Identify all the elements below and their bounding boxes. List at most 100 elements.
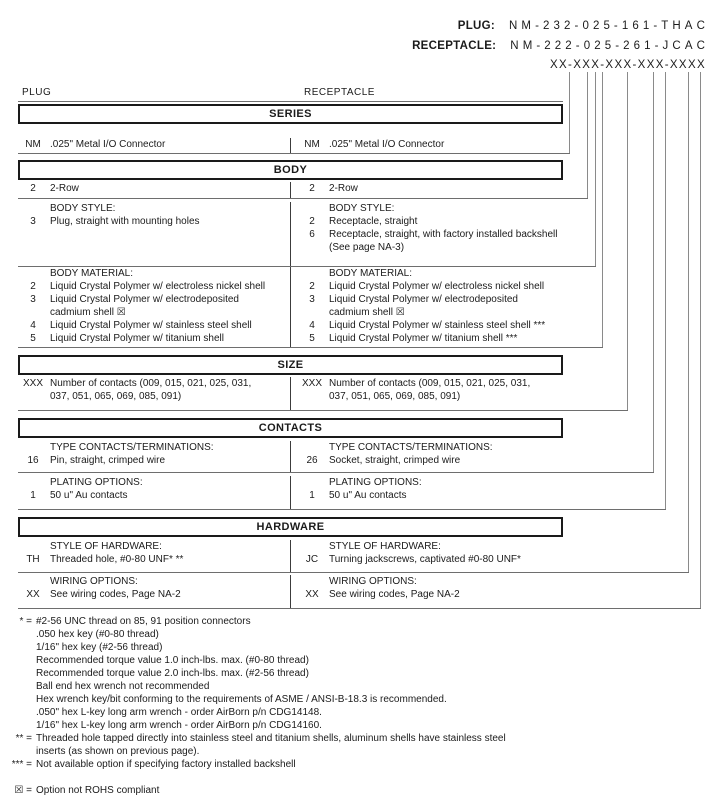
divider-rows [18,198,588,199]
footnote-line: ☒ =Option not ROHS compliant [5,784,707,797]
divider-size [18,410,628,411]
option-line: NM .025" Metal I/O Connector [18,138,290,151]
connector-wiring [700,72,701,608]
option-code: XXX [22,378,43,389]
row-label: WIRING OPTIONS: [329,576,417,587]
option-text: cadmium shell ☒ [329,307,405,318]
connector-contact-type [653,72,654,472]
plug-part-number: NM-232-025-161-THAC [509,20,709,32]
connector-rows [587,72,588,198]
footnote-marker: * = [19,616,32,627]
footnote-text: Hex wrench key/bit conforming to the req… [36,694,447,705]
option-line: 037, 051, 065, 069, 085, 091) [291,390,563,403]
option-code: 5 [30,333,36,344]
row-label: BODY STYLE: [50,203,116,214]
option-text: Receptacle, straight [329,216,418,227]
option-text: .025" Metal I/O Connector [50,139,166,150]
option-text: Liquid Crystal Polymer w/ electrodeposit… [329,294,518,305]
option-code: 4 [30,320,36,331]
footnote-text: Recommended torque value 1.0 inch-lbs. m… [36,655,309,666]
footnote-marker: ** = [15,733,32,744]
row-label: BODY MATERIAL: [50,268,133,279]
option-code: JC [305,554,319,565]
receptacle-cell: WIRING OPTIONS: XX See wiring codes, Page … [290,575,563,608]
option-code: 2 [30,183,36,194]
row-label: STYLE OF HARDWARE: [329,541,441,552]
footnote-line: .050" hex L-key long arm wrench - order … [5,706,707,719]
option-code: XX [305,589,319,600]
footnote-line: * = #2-56 UNC thread on 85, 91 position c… [5,615,707,628]
divider-plating [18,509,666,510]
row-label: BODY STYLE: [329,203,395,214]
option-text: Liquid Crystal Polymer w/ stainless stee… [50,320,252,331]
option-text: Liquid Crystal Polymer w/ electroless ni… [50,281,266,292]
receptacle-label: RECEPTACLE: [412,40,497,52]
option-code: NM [304,139,320,150]
column-label-receptacle: RECEPTACLE [304,87,375,98]
option-line: 5 Liquid Crystal Polymer w/ titanium shel… [18,332,290,345]
option-code: 2 [309,183,315,194]
option-text: Liquid Crystal Polymer w/ titanium shell [50,333,224,344]
plug-cell: 2 2-Row [18,182,290,198]
footnote-line: .050 hex key (#0-80 thread) [5,628,707,641]
option-code [299,390,325,403]
connector-size [627,72,628,410]
option-line: 1 50 u" Au contacts [291,489,563,502]
plug-part-number-row: PLUG: NM-232-025-161-THAC [412,16,705,36]
footnote-line: Recommended torque value 1.0 inch-lbs. m… [5,654,707,667]
option-line: 2 2-Row [18,182,290,195]
option-code: 4 [309,320,315,331]
divider-hardware-style [18,572,689,573]
option-code: NM [25,139,41,150]
option-code: 1 [309,490,315,501]
option-text: 50 u" Au contacts [329,490,407,501]
plug-label: PLUG: [457,20,496,32]
option-code: TH [26,554,40,565]
connector-plating [665,72,666,509]
option-line: XX See wiring codes, Page NA-2 [291,588,563,601]
option-line: cadmium shell ☒ [18,306,290,319]
footnote-text: Recommended torque value 2.0 inch-lbs. m… [36,668,309,679]
footnote-text: 1/16" hex key (#2-56 thread) [36,642,163,653]
footnote-text: #2-56 UNC thread on 85, 91 position conn… [36,616,251,627]
option-text: See wiring codes, Page NA-2 [329,589,460,600]
receptacle-part-number-row: RECEPTACLE: NM-222-025-261-JCAC [412,36,705,56]
option-text: Turning jackscrews, captivated #0-80 UNF… [329,554,521,565]
footnote-line: 1/16" hex L-key long arm wrench - order … [5,719,707,732]
option-text: Socket, straight, crimped wire [329,455,461,466]
plug-cell: NM .025" Metal I/O Connector [18,138,290,153]
footnote-text: .050 hex key (#0-80 thread) [36,629,159,640]
option-text: Pin, straight, crimped wire [50,455,166,466]
option-code: 2 [309,281,315,292]
footnote-line: 1/16" hex key (#2-56 thread) [5,641,707,654]
footnote-text: Threaded hole tapped directly into stain… [36,733,506,744]
footnote-text: Option not ROHS compliant [36,785,160,796]
part-number-mask-row: XX-XXX-XXX-XXX-XXXX [412,57,705,72]
divider-body-material [18,347,603,348]
option-text: 037, 051, 065, 069, 085, 091) [329,391,461,402]
option-text: 2-Row [50,183,79,194]
section-header-size: SIZE [18,355,563,375]
